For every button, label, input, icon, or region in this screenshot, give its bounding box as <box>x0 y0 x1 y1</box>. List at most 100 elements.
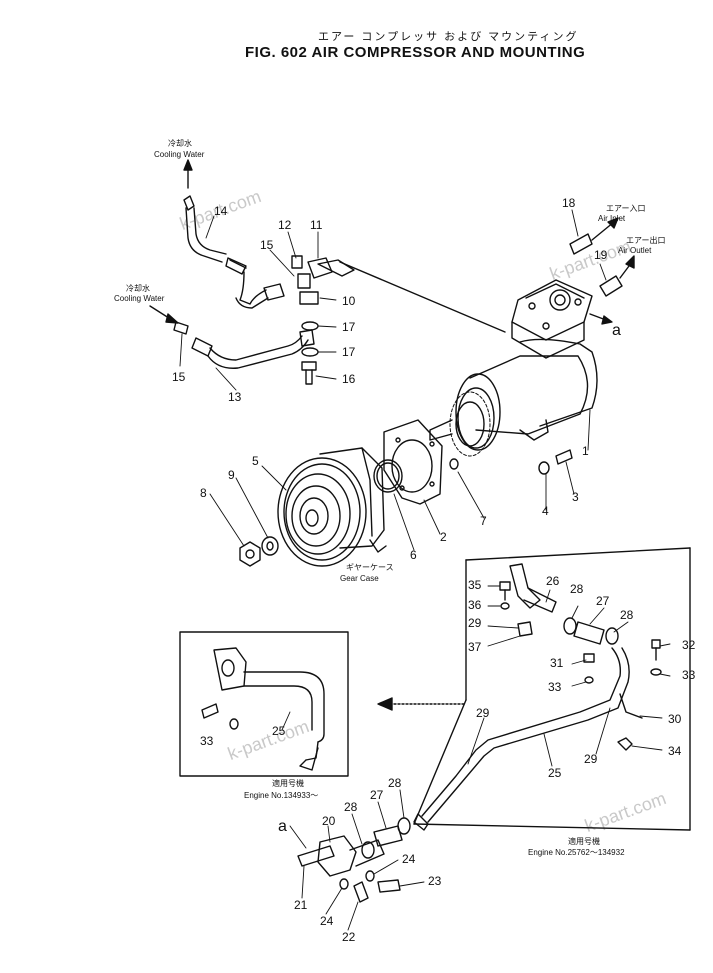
callout-15: 15 <box>260 238 274 252</box>
cooling-water-jp-label: 冷却水 <box>168 139 192 148</box>
air-inlet-jp-label: エアー入口 <box>606 204 646 213</box>
callout-24: 24 <box>402 852 416 866</box>
pipe-13 <box>173 321 315 369</box>
cooling-water-label: Cooling Water <box>154 150 205 159</box>
air-outlet-label: Air Outlet <box>618 246 652 255</box>
gear-case-label: Gear Case <box>340 574 379 583</box>
callout-2: 2 <box>440 530 447 544</box>
compressor-head <box>511 279 593 359</box>
callout-32: 32 <box>682 638 696 652</box>
callout-37: 37 <box>468 640 482 654</box>
callout-20: 20 <box>322 814 336 828</box>
callout-17: 17 <box>342 320 356 334</box>
callout-5: 5 <box>252 454 259 468</box>
callout-23: 23 <box>428 874 442 888</box>
cooling-water-label: Cooling Water <box>114 294 165 303</box>
applicable-jp-label-right: 適用号機 <box>568 837 600 846</box>
callout-31: 31 <box>550 656 564 670</box>
callout-25: 25 <box>548 766 562 780</box>
bolt-35 <box>499 581 511 610</box>
title-japanese: エアー コンプレッサ および マウンティング <box>318 31 579 43</box>
elbow-26 <box>509 563 557 613</box>
callout-17: 17 <box>342 345 356 359</box>
clamps-28 <box>563 617 619 645</box>
callout-35: 35 <box>468 578 482 592</box>
bolt-31 <box>583 653 595 684</box>
ref-a-label: a <box>278 818 287 835</box>
figure-title: FIG. 602 AIR COMPRESSOR AND MOUNTING <box>245 44 586 61</box>
callout-28: 28 <box>570 582 584 596</box>
variant-arrow <box>377 697 465 711</box>
callout-33: 33 <box>682 668 696 682</box>
hose-27b <box>373 825 403 847</box>
callout-29: 29 <box>468 616 482 630</box>
clip-37 <box>517 621 533 637</box>
callout-9: 9 <box>228 468 235 482</box>
leader-lines <box>179 209 671 931</box>
callout-16: 16 <box>342 372 356 386</box>
gasket-2 <box>383 419 443 505</box>
variant-bolt <box>201 703 239 730</box>
callout-11: 11 <box>310 218 323 232</box>
air-outlet-jp-label: エアー出口 <box>626 236 666 245</box>
fitting-18 <box>569 217 619 255</box>
callout-26: 26 <box>546 574 560 588</box>
pin-7 <box>449 458 459 470</box>
hose-27 <box>573 621 605 645</box>
callout-24: 24 <box>320 914 334 928</box>
callout-7: 7 <box>480 514 487 528</box>
engine-number-left: Engine No.134933～ <box>244 791 319 800</box>
clip-30 <box>619 693 643 719</box>
pipe-25 <box>413 647 630 831</box>
callout-28: 28 <box>620 608 634 622</box>
bolt-32 <box>650 639 662 676</box>
variant-frame <box>179 631 349 777</box>
callout-6: 6 <box>410 548 417 562</box>
callout-18: 18 <box>562 196 576 210</box>
pipe-14 <box>183 195 285 309</box>
callout-36: 36 <box>468 598 482 612</box>
cooling-water-arrow-top <box>183 159 193 189</box>
callout-27: 27 <box>596 594 610 608</box>
lower-right-frame <box>413 547 691 831</box>
callout-21: 21 <box>294 898 308 912</box>
bolt-22 <box>353 881 369 903</box>
callout-30: 30 <box>668 712 682 726</box>
callout-4: 4 <box>542 504 549 518</box>
callout-33: 33 <box>200 734 214 748</box>
elbow-20 <box>317 835 385 877</box>
callout-10: 10 <box>342 294 356 308</box>
callout-3: 3 <box>572 490 579 504</box>
callout-28: 28 <box>344 800 358 814</box>
callout-12: 12 <box>278 218 292 232</box>
ref-a-label: a <box>612 322 621 339</box>
washer-9 <box>261 536 279 556</box>
variant-pipe <box>213 647 325 771</box>
o-ring-6 <box>373 459 403 493</box>
drive-gear <box>449 391 491 457</box>
callout-22: 22 <box>342 930 356 944</box>
callout-27: 27 <box>370 788 384 802</box>
callout-29: 29 <box>476 706 490 720</box>
callout-25: 25 <box>272 724 286 738</box>
callout-8: 8 <box>200 486 207 500</box>
engine-number-right: Engine No.25762～134932 <box>528 848 625 857</box>
cooling-water-jp-label: 冷却水 <box>126 284 150 293</box>
callout-19: 19 <box>594 248 608 262</box>
callout-13: 13 <box>228 390 242 404</box>
gear-case-jp-label: ギヤーケース <box>346 563 394 572</box>
washers-24 <box>339 870 375 890</box>
nut-8 <box>239 541 261 567</box>
applicable-jp-label-left: 適用号機 <box>272 779 304 788</box>
gear-case-5 <box>277 447 387 567</box>
leader-11 <box>339 261 506 333</box>
fitting-19 <box>599 255 635 297</box>
cooling-water-arrow-left <box>149 305 179 324</box>
air-inlet-label: Air Inlet <box>598 214 626 223</box>
callout-33: 33 <box>548 680 562 694</box>
bolt-23 <box>377 879 401 893</box>
compressor-body <box>429 338 598 451</box>
callout-34: 34 <box>668 744 682 758</box>
callout-29: 29 <box>584 752 598 766</box>
